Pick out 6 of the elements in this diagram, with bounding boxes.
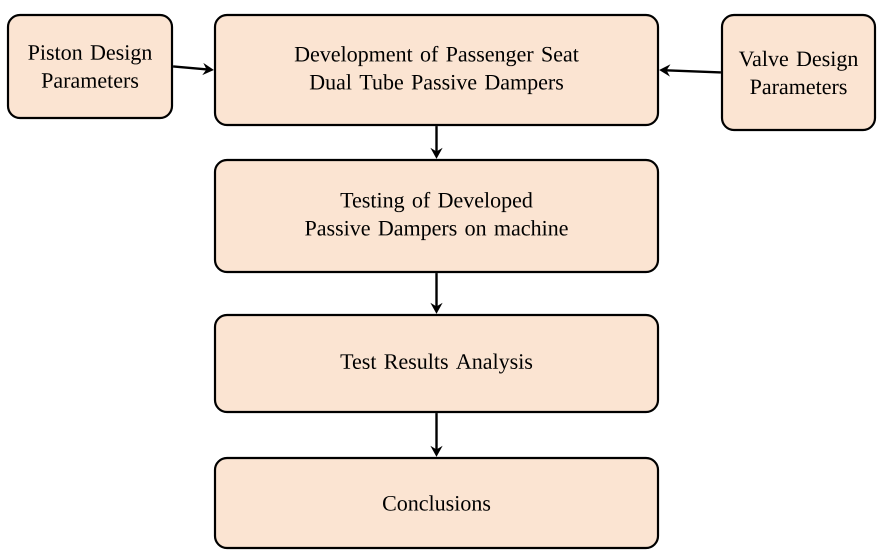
process-box: Valve Design Parameters [720, 14, 876, 132]
process-box: Test Results Analysis [214, 314, 660, 414]
process-box: Piston Design Parameters [6, 14, 174, 120]
process-box: Conclusions [214, 456, 660, 550]
process-box: Testing of Developed Passive Dampers on machine [214, 158, 660, 274]
process-box: Development of Passenger Seat Dual Tube Passive Dampers [214, 14, 660, 126]
